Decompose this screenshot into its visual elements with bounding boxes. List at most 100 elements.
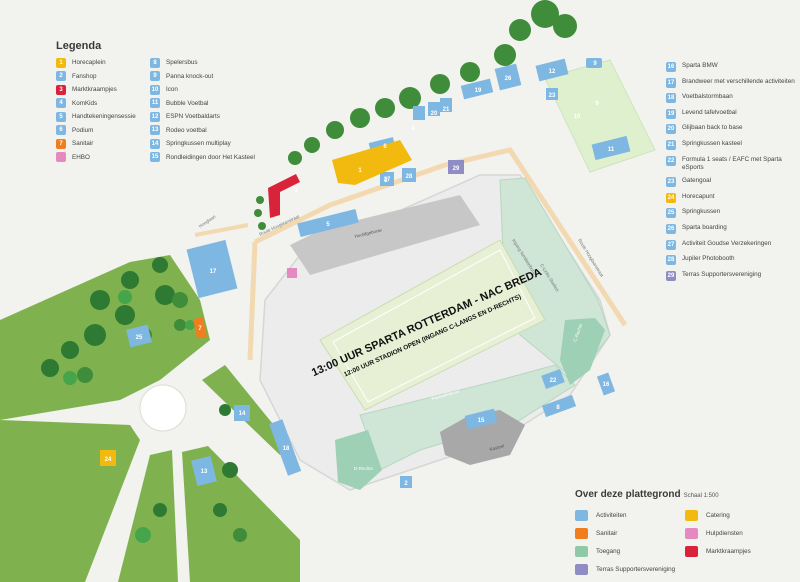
- legend-label: Gatengoal: [682, 177, 712, 185]
- legend-label: Springkussen kasteel: [682, 139, 742, 147]
- category-label: Sanitair: [596, 529, 618, 537]
- marker-29: 29: [453, 166, 460, 172]
- marker-2: 2: [384, 178, 388, 184]
- marker-9: 9: [593, 61, 597, 67]
- legend-badge: 13: [150, 125, 160, 136]
- legend-label: Fanshop: [72, 72, 97, 80]
- marker-21: 21: [443, 107, 450, 113]
- legend-item-brandweer-met-verschillende-activiteiten: 17 Brandweer met verschillende activiteit…: [666, 77, 796, 88]
- stand-corner-se: [560, 318, 605, 385]
- pitch: [319, 239, 546, 411]
- category-hulpdiensten: Hulpdiensten: [685, 524, 795, 542]
- category-swatch: [685, 509, 698, 521]
- about-scale: Schaal 1:500: [683, 493, 719, 499]
- legend-label: EHBO: [72, 153, 90, 161]
- horecaplein-area: [332, 140, 412, 185]
- category-activiteiten: Activiteiten: [575, 506, 685, 524]
- legend-badge: 11: [150, 98, 160, 109]
- category-label: Activiteiten: [596, 511, 627, 519]
- category-swatch: [575, 527, 588, 539]
- legend-label: Terras Supportersvereniging: [682, 270, 762, 278]
- marker-16: 16: [603, 382, 610, 388]
- pitch-lines: [332, 249, 536, 403]
- legend-label: Springkussen: [682, 208, 721, 216]
- legend-label: Bubble Voetbal: [166, 99, 209, 107]
- marker-10: 10: [574, 114, 581, 120]
- legend-badge: 23: [666, 177, 676, 188]
- legend-badge: 17: [666, 77, 676, 88]
- label-c-rechts: C-Rechts: [572, 322, 583, 342]
- sanitair-area: [193, 317, 207, 339]
- legend-badge: 7: [56, 138, 66, 149]
- legend-label: Sparta BMW: [682, 62, 718, 69]
- marker-11: 11: [608, 147, 615, 153]
- green-area-left-lower: [0, 420, 140, 582]
- category-swatch: [575, 545, 588, 557]
- marker-8: 8: [556, 405, 560, 411]
- legend-label: Spelersbus: [166, 59, 198, 67]
- marker-13: 13: [201, 469, 208, 475]
- legend-label: Voetbalstormbaan: [682, 93, 733, 101]
- legend-item-rodeo-voetbal: 13 Rodeo voetbal: [150, 124, 280, 138]
- marker-2b: 2: [404, 481, 408, 487]
- legend-badge: 28: [666, 255, 676, 266]
- legend-badge: 14: [150, 138, 160, 149]
- marker-25: 25: [136, 335, 143, 341]
- legend-badge: 21: [666, 139, 676, 150]
- horecapunt-area: [100, 450, 116, 466]
- category-label: Marktkraampjes: [706, 547, 751, 555]
- category-swatch: [685, 527, 698, 539]
- legend-label: Sparta boarding: [682, 223, 727, 231]
- legend-item-springkussen-kasteel: 21 Springkussen kasteel: [666, 139, 796, 150]
- road-outline-right: [444, 147, 628, 327]
- category-terras-supportersvereniging: Terras Supportersvereniging: [575, 560, 685, 578]
- legend-badge: 10: [150, 84, 160, 95]
- legend-badge: 5: [56, 111, 66, 122]
- legend-badge: 6: [56, 125, 66, 136]
- legend-label: Brandweer met verschillende activiteiten: [682, 77, 795, 85]
- marker-15: 15: [478, 418, 485, 424]
- road-outline-left-down: [247, 241, 258, 361]
- legend-label: Levend tafelvoetbal: [682, 108, 737, 116]
- marker-28: 28: [406, 174, 413, 180]
- legend-label: Sanitair: [72, 140, 94, 148]
- category-catering: Catering: [685, 506, 795, 524]
- legend-badge: 22: [666, 155, 676, 166]
- green-wedge-1: [118, 450, 178, 582]
- marker-1: 1: [358, 168, 362, 174]
- legend-badge: 8: [150, 57, 160, 68]
- street-hooglaan: Hooglaan: [198, 214, 217, 229]
- marker-14: 14: [239, 411, 246, 417]
- marker-3: 3: [294, 188, 298, 194]
- marker-9b: 9: [595, 101, 599, 107]
- label-hoofdgebouw: Hoofdgebouw: [354, 227, 383, 239]
- category-label: Hulpdiensten: [706, 529, 743, 537]
- legend-label: Rodeo voetbal: [166, 126, 207, 134]
- legend-badge: 3: [56, 84, 66, 95]
- legend-badge: 4: [56, 98, 66, 109]
- stand-corner-sw: [335, 430, 382, 490]
- legend-label: ESPN Voetbaldarts: [166, 113, 220, 121]
- legend-badge: 26: [666, 223, 676, 234]
- legend-item-spelersbus: 8 Spelersbus: [150, 56, 280, 70]
- label-d-vak: D-Rechts: [354, 466, 374, 471]
- marker-17: 17: [210, 269, 217, 275]
- marker-5: 5: [326, 222, 330, 228]
